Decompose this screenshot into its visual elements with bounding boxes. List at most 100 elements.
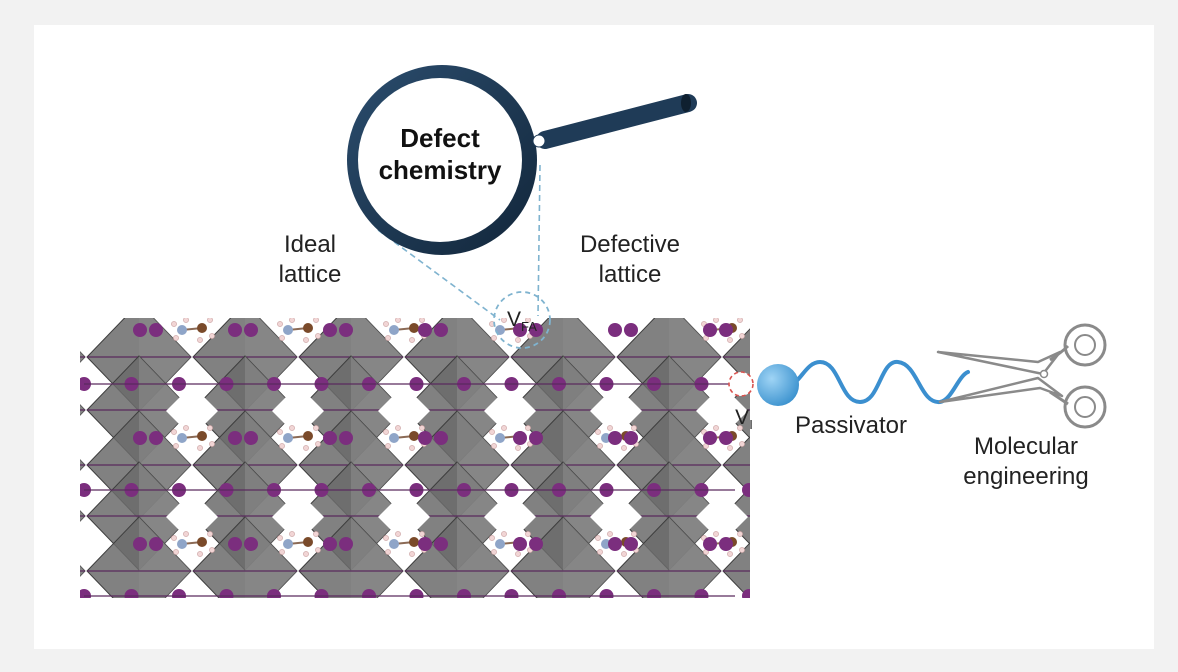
iodide-atom <box>418 431 432 445</box>
passivator-head <box>757 364 799 406</box>
perovskite-lattice <box>80 318 750 598</box>
cation-hydrogen <box>607 425 613 431</box>
cation-hydrogen <box>171 429 177 435</box>
molecular-line1: Molecular <box>973 433 1079 460</box>
cation-carbon <box>197 537 207 547</box>
cation-hydrogen <box>313 531 319 537</box>
magnifier-title: Defect chemistry <box>370 122 510 186</box>
vfa-label: VFA <box>497 305 547 342</box>
cation-hydrogen <box>491 335 497 341</box>
cation-hydrogen <box>419 425 425 431</box>
cation-hydrogen <box>409 445 415 451</box>
cation-hydrogen <box>713 318 719 323</box>
iodide-atom <box>244 323 258 337</box>
cation-hydrogen <box>515 551 521 557</box>
cation-hydrogen <box>207 318 213 323</box>
cation-hydrogen <box>621 445 627 451</box>
cation-hydrogen <box>315 547 321 553</box>
cation-hydrogen <box>207 425 213 431</box>
cation-hydrogen <box>419 318 425 323</box>
cation-hydrogen <box>279 335 285 341</box>
cation-hydrogen <box>713 531 719 537</box>
octahedron-face <box>351 517 403 598</box>
iodide-atom <box>513 431 527 445</box>
cation-nitrogen <box>177 539 187 549</box>
cation-hydrogen <box>631 531 637 537</box>
molecular-line2: engineering <box>963 463 1089 490</box>
iodide-atom <box>323 323 337 337</box>
vfa-sub: FA <box>521 319 537 335</box>
interstitial-cell <box>272 491 324 543</box>
cation-hydrogen <box>383 321 389 327</box>
cation-hydrogen <box>171 535 177 541</box>
ideal-line2: lattice <box>278 261 342 288</box>
cation-carbon <box>303 323 313 333</box>
cation-hydrogen <box>739 441 745 447</box>
interstitial-cell <box>696 491 748 543</box>
cation-hydrogen <box>607 531 613 537</box>
cation-hydrogen <box>289 531 295 537</box>
cation-hydrogen <box>313 318 319 323</box>
iodide-atom <box>719 323 733 337</box>
magnifier-line2: chemistry <box>378 155 502 185</box>
cation-hydrogen <box>395 318 401 323</box>
cation-hydrogen <box>183 425 189 431</box>
scissors-icon <box>936 323 1107 429</box>
cation-hydrogen <box>315 441 321 447</box>
cation-nitrogen <box>495 433 505 443</box>
vfa-vacancy-ring <box>493 291 551 349</box>
cation-hydrogen <box>419 531 425 537</box>
cation-hydrogen <box>409 551 415 557</box>
interstitial-cell <box>378 491 430 543</box>
cation-hydrogen <box>489 535 495 541</box>
cation-nitrogen <box>283 325 293 335</box>
cation-hydrogen <box>385 549 391 555</box>
iodide-atom <box>228 431 242 445</box>
iodide-atom <box>323 537 337 551</box>
iodide-atom <box>624 537 638 551</box>
cation-nitrogen <box>283 433 293 443</box>
magnifier-guide-lines <box>377 164 541 321</box>
interstitial-cell <box>166 491 218 543</box>
cation-hydrogen <box>727 445 733 451</box>
iodide-atom <box>149 537 163 551</box>
cation-carbon <box>197 431 207 441</box>
magnifier-line1: Defect <box>400 123 480 153</box>
cation-hydrogen <box>315 333 321 339</box>
cation-hydrogen <box>197 551 203 557</box>
octahedron-face <box>669 517 721 598</box>
vi-vacancy-ring <box>728 371 754 397</box>
iodide-atom <box>529 323 543 337</box>
octahedron-face <box>457 517 509 598</box>
iodide-atom <box>608 431 622 445</box>
iodide-atom <box>339 431 353 445</box>
cation-hydrogen <box>289 318 295 323</box>
cation-hydrogen <box>383 429 389 435</box>
cation-carbon <box>303 431 313 441</box>
iodide-atom <box>418 537 432 551</box>
cation-hydrogen <box>277 535 283 541</box>
cation-carbon <box>409 431 419 441</box>
cation-hydrogen <box>303 445 309 451</box>
iodide-atom <box>133 537 147 551</box>
magnifying-glass-icon <box>347 65 697 255</box>
cation-hydrogen <box>279 549 285 555</box>
cation-hydrogen <box>279 443 285 449</box>
iodide-atom <box>149 431 163 445</box>
cation-hydrogen <box>739 333 745 339</box>
cation-hydrogen <box>489 429 495 435</box>
iodide-atom <box>434 537 448 551</box>
cation-hydrogen <box>597 549 603 555</box>
cation-hydrogen <box>385 335 391 341</box>
cation-hydrogen <box>525 531 531 537</box>
iodide-atom <box>513 537 527 551</box>
cation-hydrogen <box>713 425 719 431</box>
molecular-engineering-label: Molecular engineering <box>946 432 1106 492</box>
iodide-atom <box>703 537 717 551</box>
cation-hydrogen <box>501 318 507 323</box>
cation-hydrogen <box>183 531 189 537</box>
cation-hydrogen <box>183 318 189 323</box>
iodide-atom <box>244 431 258 445</box>
cation-hydrogen <box>197 337 203 343</box>
cation-hydrogen <box>491 443 497 449</box>
